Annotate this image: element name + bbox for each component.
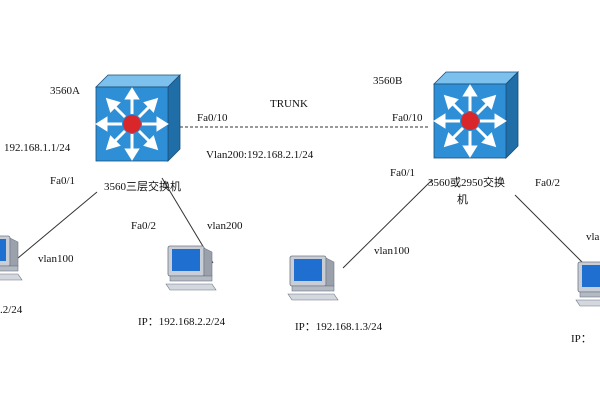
switch-b-trunk-port: Fa0/10 (392, 112, 423, 124)
pc-mid-right-icon (287, 255, 339, 301)
switch-b-port-fa01: Fa0/1 (390, 167, 415, 179)
link-b-to-mid-pc (342, 179, 433, 269)
mid-left-pc-ip: IP：192.168.2.2/24 (138, 316, 226, 328)
left-pc-vlan: vlan100 (38, 253, 74, 265)
mid-left-pc-vlan: vlan200 (207, 220, 243, 232)
switch-b-name: 3560B (373, 75, 402, 87)
trunk-label: TRUNK (270, 98, 308, 110)
link-b-to-right-pc (514, 194, 591, 271)
pc-right-icon (575, 261, 600, 307)
switch-b-caption-line2: 机 (457, 192, 468, 206)
right-pc-vlan: vla (586, 231, 600, 243)
switch-b-caption-line1: 3560或2950交换 (428, 175, 505, 189)
mid-right-pc-ip: IP：192.168.1.3/24 (295, 321, 383, 333)
mid-right-pc-vlan: vlan100 (374, 245, 410, 257)
link-a-to-left-pc (17, 191, 98, 259)
switch-3560b-icon (432, 70, 520, 160)
left-pc-ip: .2/24 (0, 304, 23, 316)
vlan100-gateway: 192.168.1.1/24 (4, 142, 71, 154)
switch-a-port-fa01: Fa0/1 (50, 175, 75, 187)
pc-mid-left-icon (165, 245, 217, 291)
switch-a-trunk-port: Fa0/10 (197, 112, 228, 124)
switch-a-port-fa02: Fa0/2 (131, 220, 156, 232)
switch-b-port-fa02: Fa0/2 (535, 177, 560, 189)
right-pc-ip: IP： (571, 333, 592, 345)
switch-3560a-icon (94, 73, 182, 163)
vlan200-gateway: Vlan200:192.168.2.1/24 (206, 149, 314, 161)
switch-a-caption: 3560三层交换机 (104, 179, 181, 193)
switch-a-name: 3560A (50, 85, 80, 97)
